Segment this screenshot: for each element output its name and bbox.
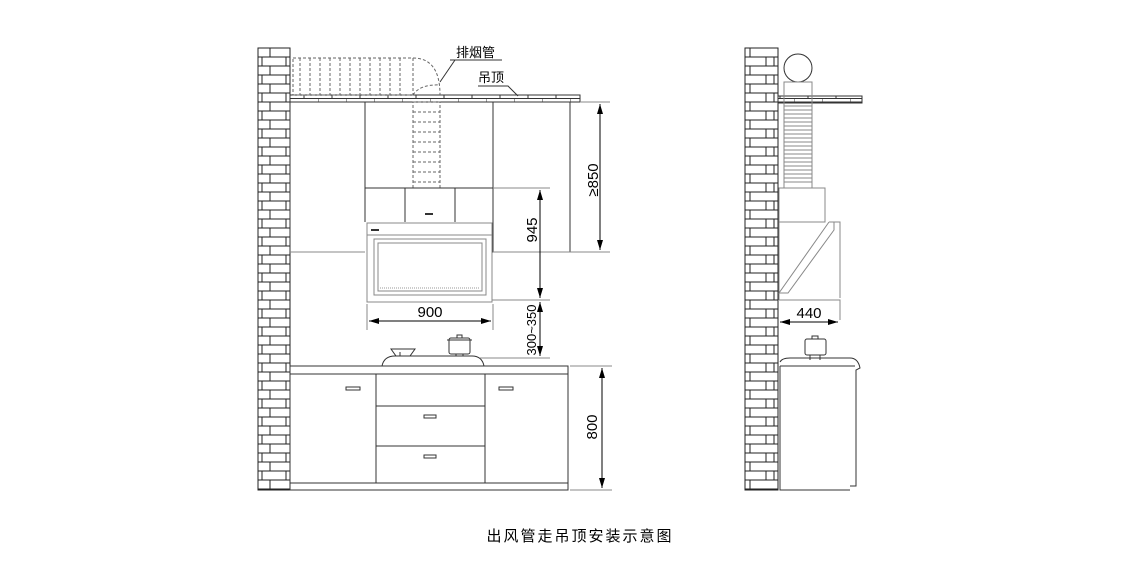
stove xyxy=(381,334,485,367)
side-view: 440 xyxy=(744,47,863,491)
dim-hood-to-stove: 300~350 xyxy=(524,305,539,356)
dimension-lines xyxy=(366,101,612,491)
diagram-caption: 出风管走吊顶安装示意图 xyxy=(486,527,673,545)
exhaust-duct xyxy=(292,57,441,189)
dim-cabinet-gap: ≥850 xyxy=(585,163,602,196)
range-hood xyxy=(366,213,493,303)
dim-hood-width: 900 xyxy=(417,304,442,321)
side-ceiling xyxy=(777,95,863,104)
dim-counter-height: 800 xyxy=(584,414,601,439)
label-ceiling: 吊顶 xyxy=(478,70,504,85)
upper-cabinets xyxy=(289,102,571,253)
ceiling xyxy=(289,94,581,103)
leader-lines xyxy=(439,59,519,97)
dim-hood-height: 945 xyxy=(524,217,541,242)
brick-wall-left xyxy=(257,47,291,491)
brick-wall-right xyxy=(744,47,779,491)
dim-side-depth: 440 xyxy=(796,305,821,322)
front-view: ≥850 945 300~350 900 800 排烟管 吊顶 xyxy=(257,45,612,491)
base-cabinets xyxy=(289,365,569,491)
label-exhaust-pipe: 排烟管 xyxy=(456,45,495,60)
